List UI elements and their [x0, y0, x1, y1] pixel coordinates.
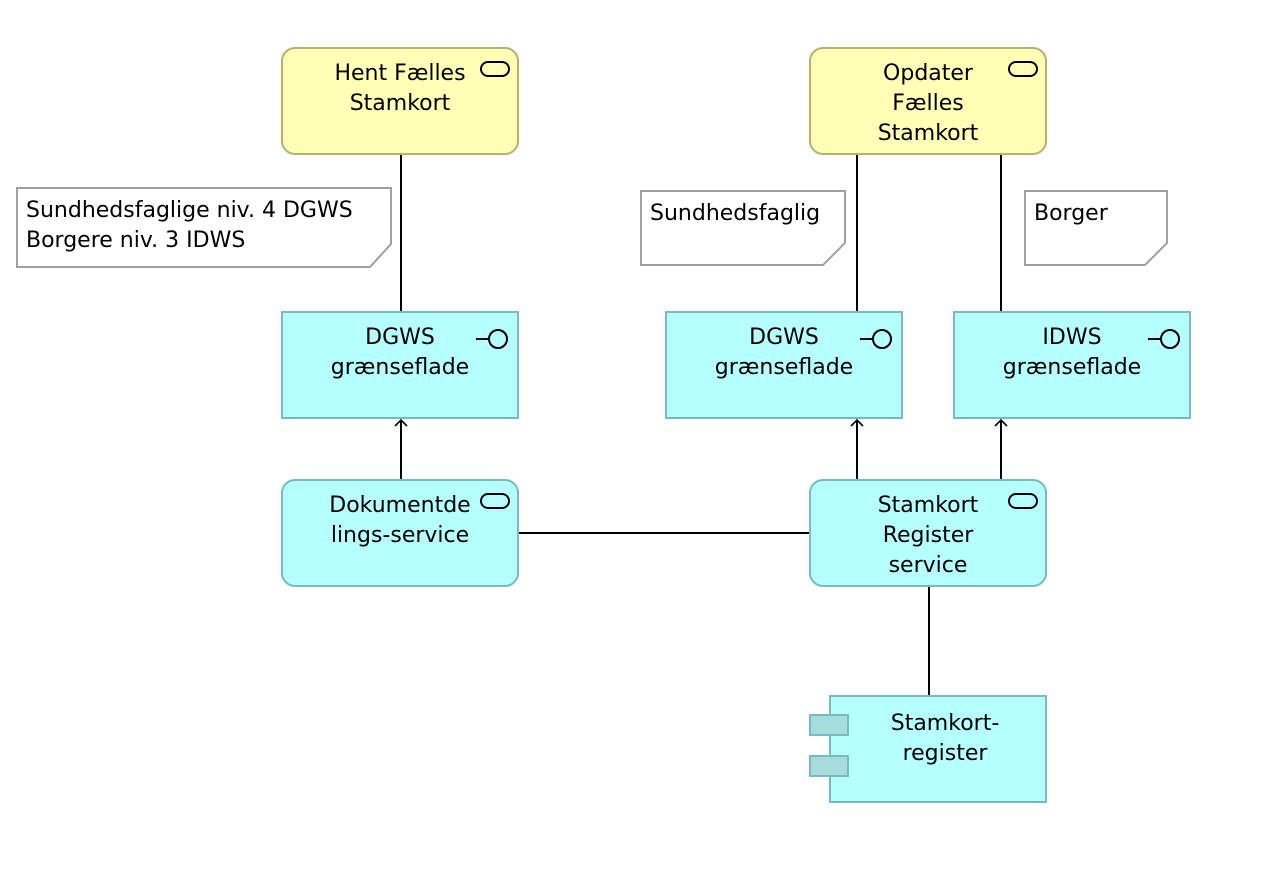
note-borger[interactable]: Borger — [1024, 190, 1168, 266]
note-shape — [16, 187, 392, 268]
interface-idws[interactable]: IDWS grænseflade — [953, 311, 1191, 419]
node-label-line: grænseflade — [330, 355, 470, 380]
interface-icon — [860, 329, 892, 349]
node-label-line: service — [888, 553, 968, 578]
node-label-line: Stamkort- — [890, 711, 1000, 736]
note-text-line: Sundhedsfaglig — [650, 201, 821, 226]
business-service-opdater-faelles-stamkort[interactable]: Opdater Fælles Stamkort — [809, 47, 1047, 155]
note-text-line: Sundhedsfaglige niv. 4 DGWS — [26, 198, 353, 223]
app-service-stamkort-register-service[interactable]: Stamkort Register service — [809, 479, 1047, 587]
node-label-line: Fælles — [892, 91, 964, 116]
node-label-line: IDWS — [1042, 325, 1102, 350]
note-sundhedsfaglige-borgere[interactable]: Sundhedsfaglige niv. 4 DGWS Borgere niv.… — [16, 187, 392, 268]
note-text-line: Borgere niv. 3 IDWS — [26, 228, 246, 253]
note-text-line: Borger — [1034, 201, 1108, 226]
interface-dgws-left[interactable]: DGWS grænseflade — [281, 311, 519, 419]
service-icon — [480, 61, 510, 77]
node-label-line: Stamkort — [877, 121, 979, 146]
interface-icon — [476, 329, 508, 349]
node-label-line: Hent Fælles — [334, 61, 466, 86]
node-label-line: Stamkort — [877, 493, 979, 518]
service-icon — [1008, 493, 1038, 509]
node-label-line: register — [902, 741, 988, 766]
note-sundhedsfaglig[interactable]: Sundhedsfaglig — [640, 190, 846, 266]
note-shape — [640, 190, 846, 266]
node-label-line: grænseflade — [714, 355, 854, 380]
node-label-line: lings-service — [330, 523, 470, 548]
service-icon — [1008, 61, 1038, 77]
component-tab-icon — [809, 714, 849, 736]
service-icon — [480, 493, 510, 509]
node-label-line: Stamkort — [349, 91, 451, 116]
business-service-hent-faelles-stamkort[interactable]: Hent Fælles Stamkort — [281, 47, 519, 155]
node-label-line: DGWS — [365, 325, 435, 350]
interface-icon — [1148, 329, 1180, 349]
node-label-line: Dokumentde — [329, 493, 471, 518]
node-label-line: Opdater — [883, 61, 973, 86]
node-label-line: DGWS — [749, 325, 819, 350]
interface-dgws-middle[interactable]: DGWS grænseflade — [665, 311, 903, 419]
note-shape — [1024, 190, 1168, 266]
component-stamkort-register[interactable]: Stamkort- register — [829, 695, 1047, 803]
node-label-line: grænseflade — [1002, 355, 1142, 380]
node-label-line: Register — [882, 523, 974, 548]
app-service-dokumentdelings-service[interactable]: Dokumentde lings-service — [281, 479, 519, 587]
component-tab-icon — [809, 755, 849, 777]
